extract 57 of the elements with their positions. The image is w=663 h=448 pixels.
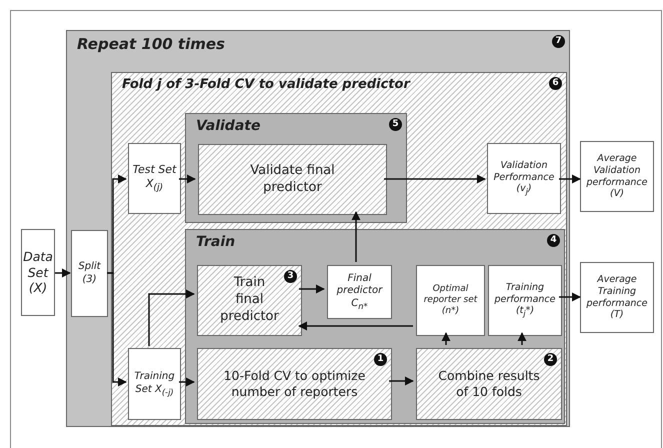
panel-title: Fold j of 3-Fold CV to validate predictor [122,77,410,92]
data-box [327,265,392,319]
step-number-badge: 4 [547,234,560,247]
arrow [384,174,486,184]
panel-title: Repeat 100 times [77,35,225,53]
arrow [442,332,450,345]
panel-title: Train [196,234,236,250]
box-label: Train final predictor [219,275,280,326]
step-number-badge: 5 [389,118,402,131]
box-label: Training performance (t$_{j}$*) [493,282,556,320]
arrow [559,292,581,302]
arrow [389,376,414,386]
data-box [71,230,108,317]
step-number-badge: 7 [552,35,565,48]
step-number-badge: 3 [284,270,297,283]
arrow [352,211,360,262]
panel-title: Validate [196,118,260,134]
box-label: Validation Performance (v$_{j}$) [492,160,556,198]
hatched-panel [111,72,567,426]
arrow [559,174,581,184]
box-label: Optimal reporter set (n*) [422,284,478,318]
group-panel [185,229,565,424]
step-number-badge: 6 [549,77,562,90]
arrow [179,174,196,184]
box-label: Combine results of 10 folds [437,368,541,400]
step-number-badge: 2 [544,353,557,366]
data-box [416,265,485,336]
box-label: Split (3) [77,261,102,286]
data-box [580,262,654,333]
data-box [128,348,181,420]
box-label: Test Set X$_{(j)}$ [132,163,178,194]
process-box [197,348,392,420]
arrow [518,332,526,345]
data-box [21,229,55,316]
arrow [298,322,413,330]
box-label: Average Validation performance (V) [585,152,648,200]
box-label: Average Training performance (T) [585,274,648,322]
box-label: Final predictor C$_{n*}$ [336,272,384,312]
group-panel [185,113,407,223]
arrow [299,284,325,294]
step-number-badge: 1 [374,353,387,366]
data-box [128,143,181,214]
data-box [488,265,562,336]
process-box [198,144,387,215]
process-box [416,348,562,420]
arrow [148,290,195,346]
box-label: Data Set (X) [22,249,54,296]
arrow [107,272,127,386]
box-label: Training Set X$_{(-j)}$ [133,371,176,397]
group-panel [66,30,570,427]
box-label: Validate final predictor [249,162,336,196]
process-box [197,265,302,336]
box-label: 10-Fold CV to optimize number of reporters [222,368,366,400]
arrow [55,268,71,278]
data-box [487,143,561,214]
arrow [179,378,195,386]
data-box [580,141,654,212]
